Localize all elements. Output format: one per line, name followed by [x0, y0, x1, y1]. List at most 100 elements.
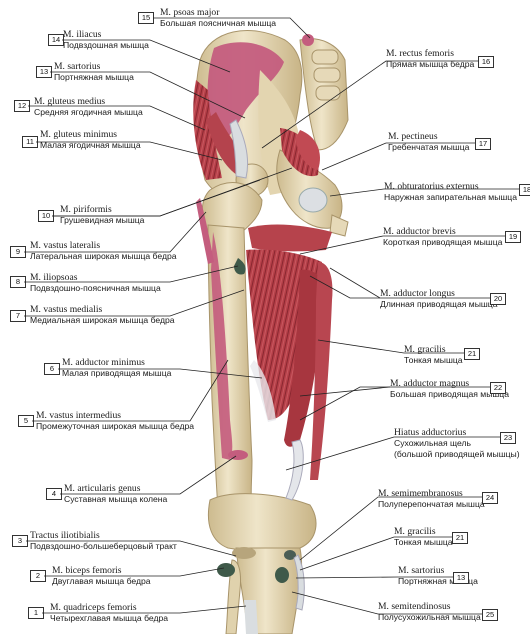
number-badge: 4	[46, 488, 62, 500]
number-badge: 15	[138, 12, 154, 24]
label-latin: M. articularis genus	[64, 483, 141, 494]
number-badge: 24	[482, 492, 498, 504]
label-latin: M. adductor brevis	[383, 226, 456, 237]
number-badge: 9	[10, 246, 26, 258]
label-latin: M. gluteus minimus	[40, 129, 118, 140]
label-latin: Tractus iliotibialis	[30, 530, 100, 541]
number-badge: 25	[482, 609, 498, 621]
number-badge: 22	[490, 382, 506, 394]
label-latin: M. biceps femoris	[52, 565, 122, 576]
label-russian: Тонкая мышца	[394, 537, 453, 547]
number-badge: 20	[490, 293, 506, 305]
label-piriformis: M. piriformis Грушевидная мышца	[60, 204, 144, 226]
number-badge: 12	[14, 100, 30, 112]
label-sartorius: M. sartorius Портняжная мышца	[54, 61, 134, 83]
label-latin: M. sartorius	[398, 565, 445, 576]
label-sartorius-lower: M. sartorius Портняжная мышца	[398, 565, 478, 587]
label-gluteus-medius: M. gluteus medius Средняя ягодичная мышц…	[34, 96, 143, 118]
label-rectus-femoris: M. rectus femoris Прямая мышца бедра	[386, 48, 474, 70]
label-psoas-major: M. psoas major Большая поясничная мышца	[160, 7, 276, 29]
label-latin: M. semimembranosus	[378, 488, 463, 499]
number-badge: 6	[44, 363, 60, 375]
number-badge: 21	[464, 348, 480, 360]
label-articularis-genus: M. articularis genus Суставная мышца кол…	[64, 483, 167, 505]
label-russian: Промежуточная широкая мышца бедра	[36, 421, 195, 431]
label-adductor-brevis: M. adductor brevis Короткая приводящая м…	[383, 226, 502, 248]
number-badge: 19	[505, 231, 521, 243]
label-semitendinosus: M. semitendinosus Полусухожильная мышца	[378, 601, 481, 623]
label-russian: Суставная мышца колена	[64, 494, 168, 504]
label-russian: Гребенчатая мышца	[388, 142, 470, 152]
label-russian: Средняя ягодичная мышца	[34, 107, 143, 117]
label-iliopsoas: M. iliopsoas Подвздошно-поясничная мышца	[30, 272, 161, 294]
label-latin: M. vastus lateralis	[30, 240, 101, 251]
number-badge: 18	[519, 184, 530, 196]
label-gluteus-minimus: M. gluteus minimus Малая ягодичная мышца	[40, 129, 141, 151]
label-russian: Подвздошно-поясничная мышца	[30, 283, 161, 293]
number-badge: 7	[10, 310, 26, 322]
label-quadriceps-femoris: M. quadriceps femoris Четырехглавая мышц…	[50, 602, 168, 624]
label-gracilis: M. gracilis Тонкая мышца	[404, 344, 463, 366]
number-badge: 13	[453, 572, 469, 584]
label-russian: Тонкая мышца	[404, 355, 463, 365]
number-badge: 5	[18, 415, 34, 427]
number-badge: 1	[28, 607, 44, 619]
label-iliacus: M. iliacus Подвздошная мышца	[63, 29, 149, 51]
number-badge: 14	[48, 34, 64, 46]
label-latin: M. piriformis	[60, 204, 112, 215]
label-vastus-lateralis: M. vastus lateralis Латеральная широкая …	[30, 240, 177, 262]
label-adductor-longus: M. adductor longus Длинная приводящая мы…	[380, 288, 497, 310]
label-semimembranosus: M. semimembranosus Полуперепончатая мышц…	[378, 488, 485, 510]
label-biceps-femoris: M. biceps femoris Двуглавая мышца бедра	[52, 565, 151, 587]
label-russian: Грушевидная мышца	[60, 215, 145, 225]
label-russian: Латеральная широкая мышца бедра	[30, 251, 177, 261]
label-russian: Полусухожильная мышца	[378, 612, 481, 622]
label-vastus-medialis: M. vastus medialis Медиальная широкая мы…	[30, 304, 175, 326]
label-russian: Подвздошная мышца	[63, 40, 149, 50]
label-latin: M. adductor minimus	[62, 357, 145, 368]
knee-and-leg	[217, 547, 305, 634]
label-latin: M. pectineus	[388, 131, 438, 142]
number-badge: 21	[452, 532, 468, 544]
label-russian: Малая ягодичная мышца	[40, 140, 141, 150]
label-latin: M. vastus intermedius	[36, 410, 122, 421]
label-vastus-intermedius: M. vastus intermedius Промежуточная широ…	[36, 410, 194, 432]
label-russian: Полуперепончатая мышца	[378, 499, 485, 509]
label-gracilis-lower: M. gracilis Тонкая мышца	[394, 526, 453, 548]
adductor-muscles	[246, 224, 333, 501]
label-obturatorius-externus: M. obturatorius externus Наружная запира…	[384, 181, 517, 203]
label-latin: M. quadriceps femoris	[50, 602, 137, 613]
number-badge: 3	[12, 535, 28, 547]
label-latin: M. gracilis	[394, 526, 436, 537]
label-latin: M. semitendinosus	[378, 601, 451, 612]
label-latin: M. obturatorius externus	[384, 181, 479, 192]
label-russian: Прямая мышца бедра	[386, 59, 475, 69]
label-latin: M. gluteus medius	[34, 96, 106, 107]
label-latin: M. psoas major	[160, 7, 220, 18]
label-latin: Hiatus adductorius	[394, 427, 467, 438]
number-badge: 23	[500, 432, 516, 444]
label-latin: M. adductor longus	[380, 288, 455, 299]
label-latin: M. iliopsoas	[30, 272, 78, 283]
label-russian: Подвздошно-большеберцовый тракт	[30, 541, 177, 551]
label-russian: Малая приводящая мышца	[62, 368, 172, 378]
label-russian-line2: (большой приводящей мышцы)	[394, 449, 520, 459]
label-latin: M. vastus medialis	[30, 304, 103, 315]
label-latin: M. gracilis	[404, 344, 446, 355]
number-badge: 2	[30, 570, 46, 582]
number-badge: 10	[38, 210, 54, 222]
number-badge: 17	[475, 138, 491, 150]
label-russian: Длинная приводящая мышца	[380, 299, 498, 309]
label-pectineus: M. pectineus Гребенчатая мышца	[388, 131, 469, 153]
label-russian: Двуглавая мышца бедра	[52, 576, 151, 586]
label-adductor-minimus: M. adductor minimus Малая приводящая мыш…	[62, 357, 171, 379]
label-latin: M. rectus femoris	[386, 48, 454, 59]
label-russian: Портняжная мышца	[54, 72, 134, 82]
number-badge: 16	[478, 56, 494, 68]
label-russian: Четырехглавая мышца бедра	[50, 613, 169, 623]
label-tractus-iliotibialis: Tractus iliotibialis Подвздошно-большебе…	[30, 530, 177, 552]
label-latin: M. iliacus	[63, 29, 102, 40]
label-russian: Медиальная широкая мышца бедра	[30, 315, 175, 325]
number-badge: 8	[10, 276, 26, 288]
label-russian: Короткая приводящая мышца	[383, 237, 503, 247]
